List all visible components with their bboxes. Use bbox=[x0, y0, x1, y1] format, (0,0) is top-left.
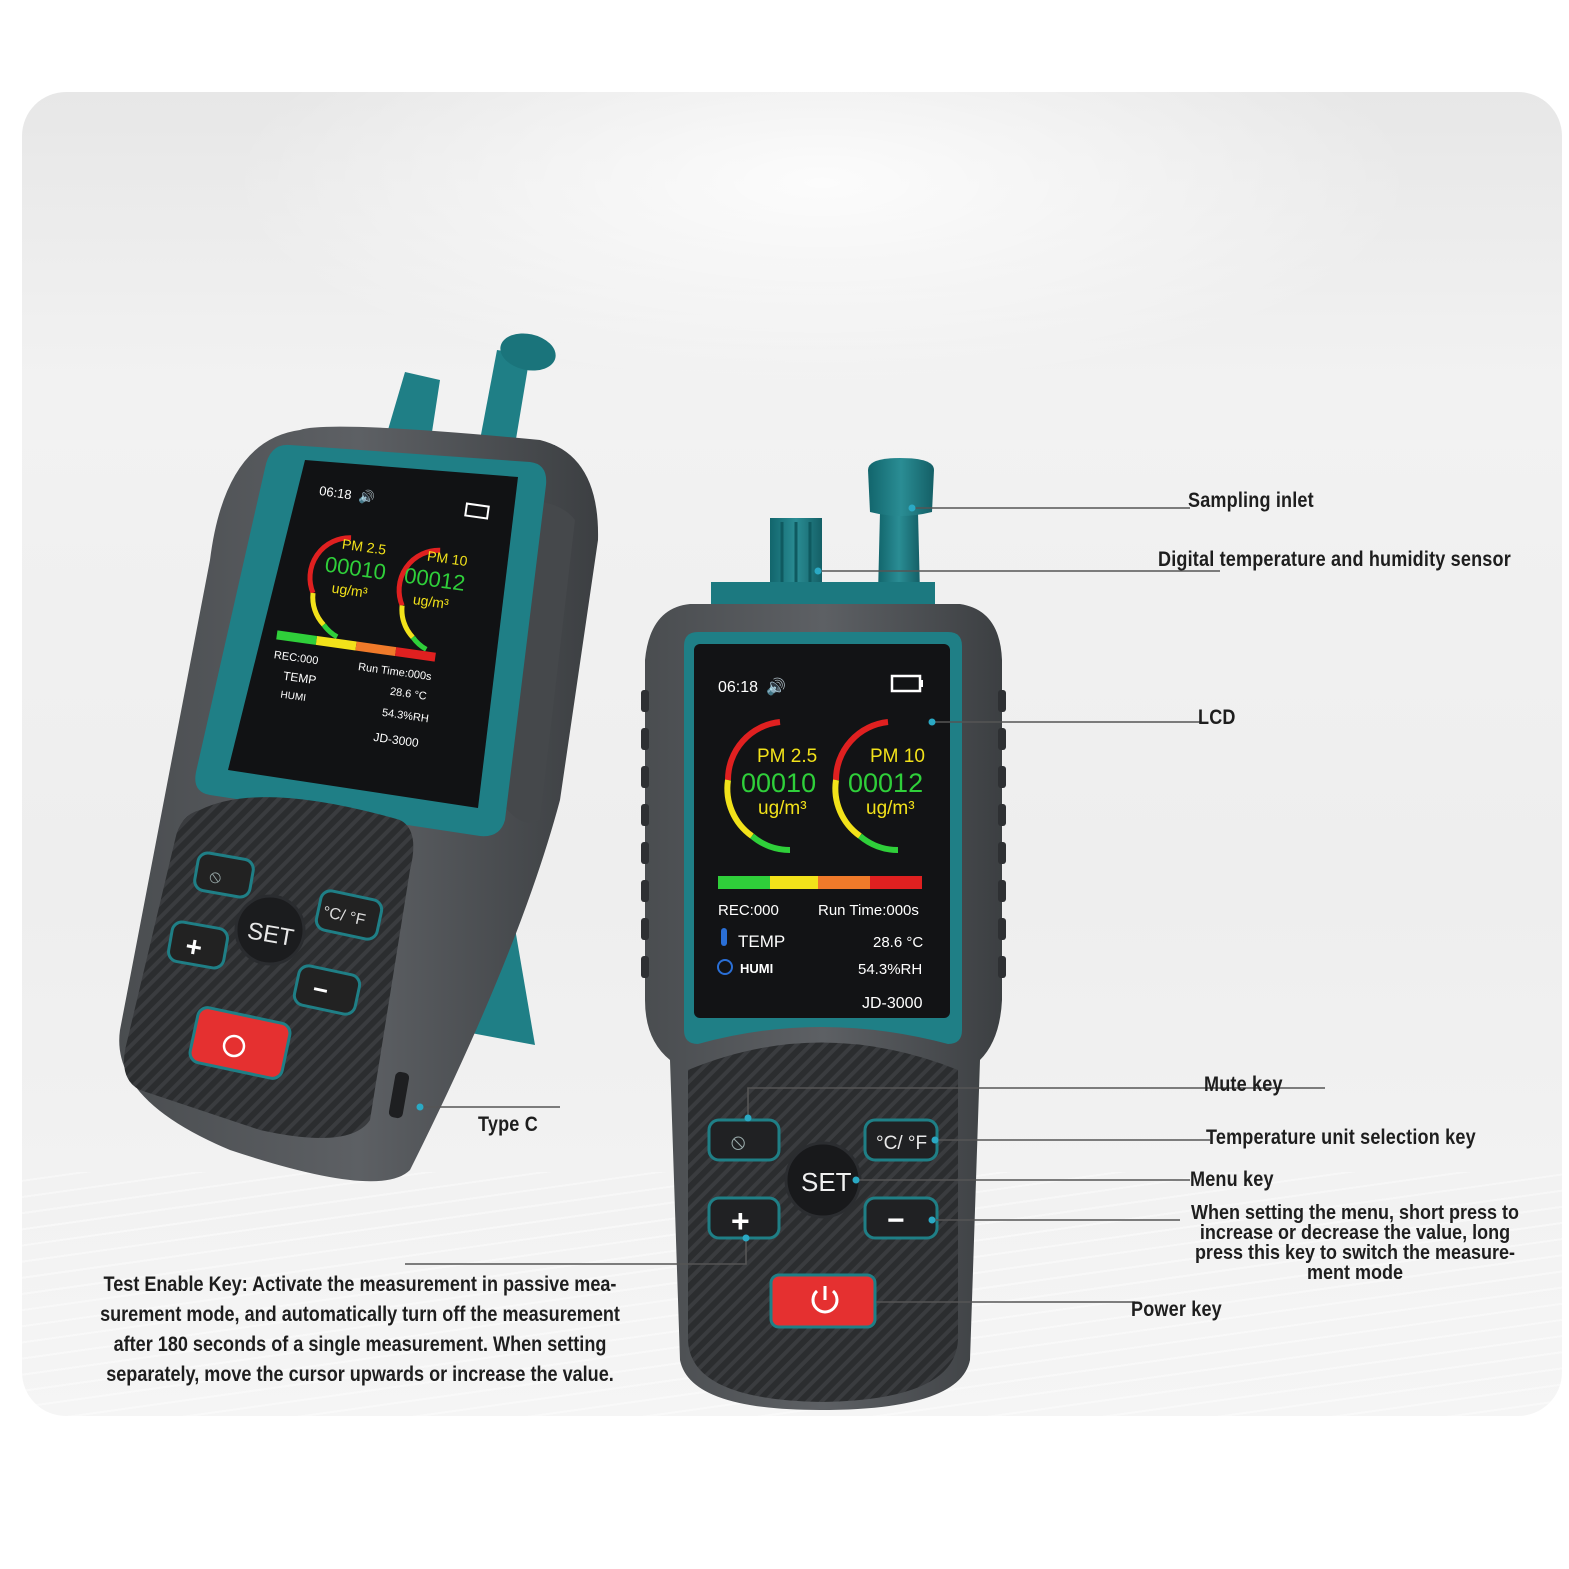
right-pm10-gauge-red bbox=[832, 719, 889, 781]
left-mute-key bbox=[193, 851, 255, 899]
right-power-key bbox=[769, 1273, 877, 1329]
left-battery-icon bbox=[464, 502, 490, 520]
label-minus-desc-line2: increase or decrease the value, long bbox=[1199, 1222, 1511, 1244]
label-test-enable-line3: after 180 seconds of a single measuremen… bbox=[113, 1333, 607, 1356]
aqi-bar-orange bbox=[818, 876, 870, 889]
right-sampling-tube bbox=[878, 512, 920, 594]
right-mute-key bbox=[707, 1118, 781, 1162]
callout-dots bbox=[416, 504, 939, 1242]
label-type-c: Type C bbox=[478, 1113, 538, 1136]
left-pm25-label: PM 2.5 bbox=[341, 536, 387, 558]
callout-lines bbox=[405, 507, 1325, 1303]
label-test-enable-line1: Test Enable Key: Activate the measuremen… bbox=[103, 1273, 617, 1296]
right-pm10-gauge-yellow bbox=[832, 779, 862, 839]
left-sampling-tube bbox=[480, 350, 530, 445]
left-time: 06:18 bbox=[318, 483, 352, 502]
thermometer-icon bbox=[721, 928, 727, 946]
label-power-key: Power key bbox=[1131, 1298, 1222, 1321]
right-pm25-value: 00010 bbox=[741, 768, 816, 798]
right-rec: REC:000 bbox=[718, 902, 779, 919]
left-humi-label: HUMI bbox=[280, 690, 307, 704]
right-set-key-label: SET bbox=[801, 1167, 852, 1197]
right-plus-key-label: + bbox=[731, 1203, 750, 1239]
right-pm25-gauge-green bbox=[750, 833, 791, 854]
left-unit-key bbox=[314, 889, 384, 941]
left-power-icon bbox=[222, 1034, 246, 1058]
left-model: JD-3000 bbox=[373, 730, 420, 750]
label-minus-desc-line4: ment mode bbox=[1306, 1262, 1404, 1284]
power-icon bbox=[811, 1289, 839, 1314]
left-plus-key bbox=[167, 920, 229, 970]
right-pm10-label: PM 10 bbox=[870, 746, 925, 767]
right-speaker-icon: 🔊 bbox=[766, 677, 786, 696]
right-pm10-unit: ug/m³ bbox=[866, 798, 915, 819]
mute-icon: ⦸ bbox=[731, 1129, 745, 1154]
right-pm25-label: PM 2.5 bbox=[757, 746, 817, 767]
left-pm10-label: PM 10 bbox=[426, 548, 469, 570]
left-th-sensor bbox=[385, 372, 440, 445]
left-minus-key bbox=[292, 964, 362, 1016]
label-test-enable-line2: surement mode, and automatically turn of… bbox=[100, 1303, 620, 1326]
label-minus-desc-line1: When setting the menu, short press to bbox=[1190, 1202, 1520, 1224]
right-humi-label: HUMI bbox=[740, 961, 773, 976]
right-run-time: Run Time:000s bbox=[818, 902, 919, 919]
right-humi-value: 54.3%RH bbox=[858, 961, 922, 978]
right-lcd bbox=[694, 644, 950, 1018]
right-temp-label: TEMP bbox=[738, 932, 785, 951]
right-minus-key bbox=[863, 1196, 939, 1240]
right-unit-key-label: °C/ °F bbox=[876, 1133, 927, 1154]
left-speaker-icon: 🔊 bbox=[358, 488, 376, 507]
right-pm10-value: 00012 bbox=[848, 768, 923, 798]
right-pm10-gauge-green bbox=[858, 833, 899, 854]
left-lcd-content: 06:18 🔊 PM 2.5 00010 ug/m³ PM 10 00012 u… bbox=[273, 483, 490, 750]
right-pm25-gauge-yellow bbox=[724, 779, 754, 839]
aqi-bar-green bbox=[718, 876, 770, 889]
label-th-sensor: Digital temperature and humidity sensor bbox=[1158, 548, 1511, 571]
right-temp-value: 28.6 °C bbox=[873, 934, 923, 951]
left-set-key bbox=[234, 894, 306, 966]
line-test-enable bbox=[405, 1238, 747, 1265]
label-minus-desc-line3: press this key to switch the measure- bbox=[1194, 1242, 1516, 1264]
left-power-key bbox=[188, 1006, 292, 1080]
label-minus-desc: When setting the menu, short press to in… bbox=[1189, 1203, 1522, 1283]
line-mute-key bbox=[747, 1087, 1325, 1118]
right-device: 06:18 🔊 PM 2.5 00010 ug/m³ PM 10 00012 u… bbox=[641, 458, 1006, 1410]
left-lcd bbox=[228, 460, 518, 808]
type-c-port bbox=[388, 1071, 410, 1119]
left-pm10-unit: ug/m³ bbox=[412, 591, 450, 612]
label-lcd: LCD bbox=[1198, 706, 1236, 729]
label-test-enable-line4: separately, move the cursor upwards or i… bbox=[106, 1363, 614, 1386]
svg-text:⦸: ⦸ bbox=[208, 866, 223, 888]
label-unit-key: Temperature unit selection key bbox=[1206, 1126, 1476, 1149]
aqi-bar-yellow bbox=[770, 876, 818, 889]
right-pm25-gauge-red bbox=[724, 719, 781, 781]
right-model: JD-3000 bbox=[862, 995, 923, 1012]
left-minus-key-label: − bbox=[310, 973, 331, 1006]
left-temp-label: TEMP bbox=[282, 669, 317, 688]
right-pm25-unit: ug/m³ bbox=[758, 798, 807, 819]
label-menu-key: Menu key bbox=[1190, 1168, 1274, 1191]
right-minus-key-label: − bbox=[887, 1204, 905, 1237]
label-sampling-inlet: Sampling inlet bbox=[1188, 489, 1314, 512]
label-mute-key: Mute key bbox=[1204, 1073, 1283, 1096]
right-time: 06:18 bbox=[718, 679, 758, 696]
left-plus-key-label: + bbox=[183, 930, 204, 963]
humidity-icon bbox=[717, 959, 733, 975]
label-test-enable: Test Enable Key: Activate the measuremen… bbox=[85, 1270, 635, 1390]
left-pm25-unit: ug/m³ bbox=[331, 580, 369, 601]
aqi-bar-red bbox=[870, 876, 922, 889]
left-device: 06:18 🔊 PM 2.5 00010 ug/m³ PM 10 00012 u… bbox=[119, 333, 599, 1182]
left-temp-value: 28.6 °C bbox=[389, 686, 427, 703]
